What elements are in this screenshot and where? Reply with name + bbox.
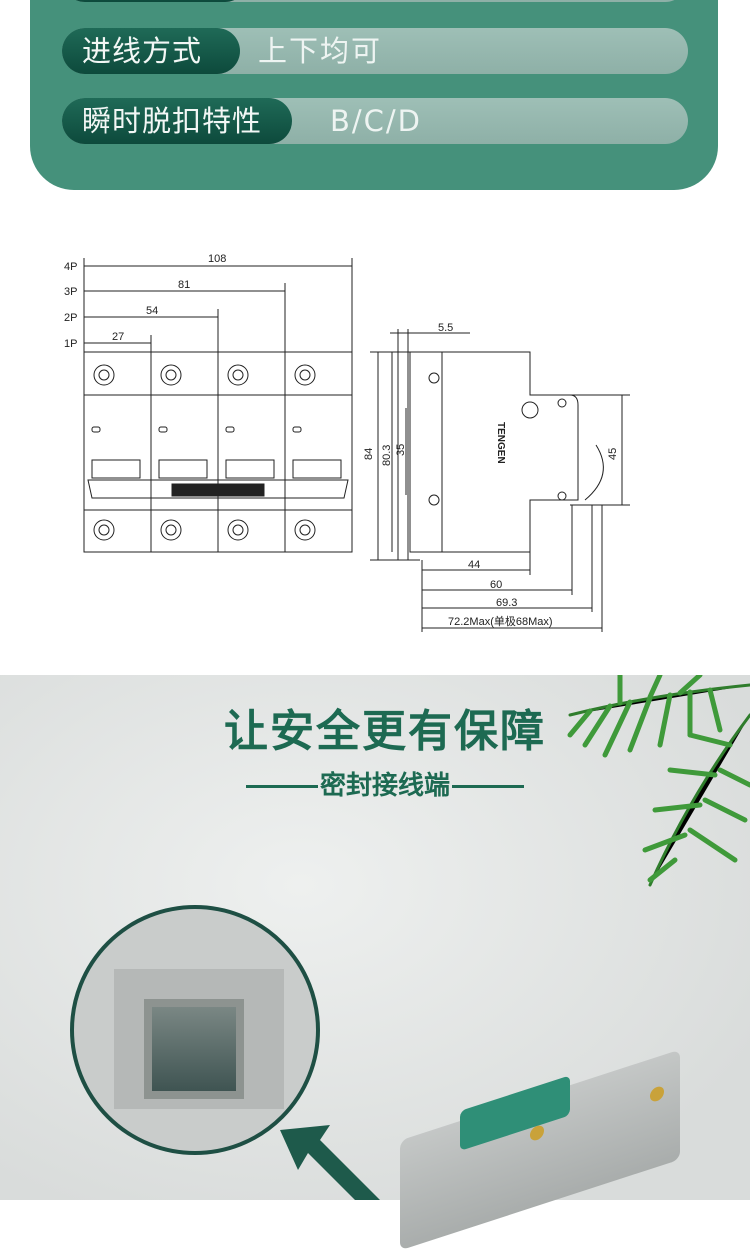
width-label: 81	[178, 279, 190, 291]
dim-label: 60	[490, 579, 502, 591]
dimension-drawing: 4P 3P 2P 1P 108 81 54 27 5.5 84 80.3 35 …	[64, 253, 630, 632]
pole-label: 4P	[64, 261, 77, 273]
dim-label: 45	[607, 448, 619, 460]
spec-value: 上下均可	[258, 34, 383, 68]
dim-label: 80.3	[381, 445, 393, 466]
width-label: 54	[146, 305, 158, 317]
spec-row: 进线方式 上下均可	[62, 28, 688, 74]
brand-logo: TENGEN	[495, 422, 506, 464]
magnified-terminal	[70, 905, 320, 1155]
section-title: 让安全更有保障	[224, 706, 546, 757]
width-label: 27	[112, 331, 124, 343]
dim-label: 84	[363, 448, 375, 460]
dim-label: 72.2Max(单极68Max)	[448, 614, 553, 628]
dim-label: 35	[395, 444, 407, 456]
pole-label: 2P	[64, 312, 77, 324]
dim-label: 5.5	[438, 322, 453, 334]
width-label: 108	[208, 253, 226, 265]
spec-row	[62, 0, 688, 2]
dim-label: 69.3	[496, 597, 517, 609]
spec-label: 瞬时脱扣特性	[62, 98, 292, 144]
breaker-photo	[400, 1049, 680, 1251]
section-subtitle: 密封接线端	[0, 765, 750, 802]
feature-section: 让安全更有保障 密封接线端	[0, 675, 750, 1251]
arrow-icon	[280, 1125, 380, 1200]
pole-label: 1P	[64, 338, 77, 350]
pole-label: 3P	[64, 286, 77, 298]
palm-leaf-decoration	[567, 675, 750, 887]
spec-value: B/C/D	[330, 104, 423, 138]
spec-label	[62, 0, 248, 2]
dim-label: 44	[468, 559, 480, 571]
spec-row: 瞬时脱扣特性 B/C/D	[62, 98, 688, 144]
subtitle-text: 密封接线端	[319, 771, 450, 801]
spec-label: 进线方式	[62, 28, 240, 74]
